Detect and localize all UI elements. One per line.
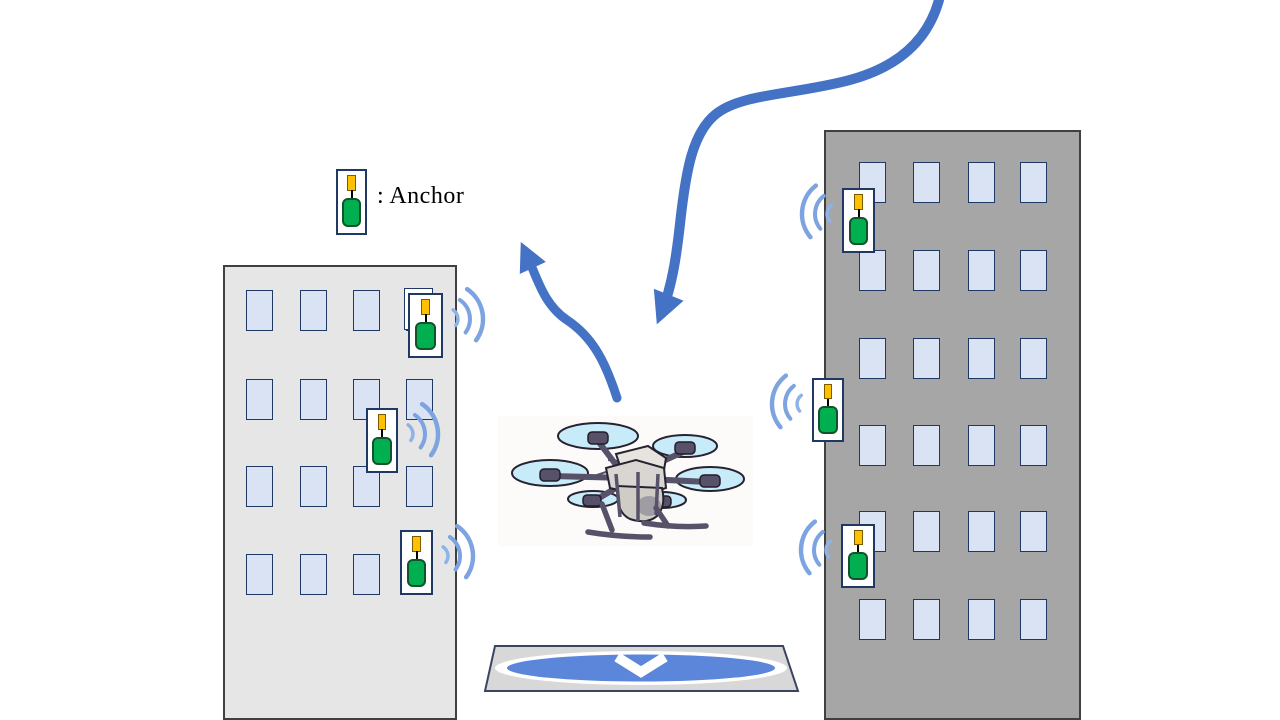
anchor-antenna-stem xyxy=(350,190,353,199)
anchor-antenna-stem xyxy=(415,550,418,559)
wireless-signal-icon xyxy=(795,393,804,413)
wireless-signal-icon xyxy=(812,529,825,567)
building-window xyxy=(353,554,380,595)
building-window xyxy=(246,290,273,331)
building-window xyxy=(246,554,273,595)
anchor-antenna-icon xyxy=(412,536,421,552)
building-window xyxy=(913,599,940,640)
building-window xyxy=(913,511,940,552)
anchor-body xyxy=(372,436,392,465)
anchor-body xyxy=(847,552,869,580)
wireless-signal-icon xyxy=(454,523,476,580)
drone-icon xyxy=(498,416,753,546)
anchor-antenna-stem xyxy=(857,208,860,217)
anchor-antenna-icon xyxy=(347,175,356,191)
building-window xyxy=(1020,162,1047,203)
building-window xyxy=(406,379,433,420)
building-window xyxy=(1020,599,1047,640)
building-window xyxy=(968,250,995,291)
anchor-antenna-stem xyxy=(827,398,829,407)
anchor-body xyxy=(414,321,437,350)
building-window xyxy=(968,162,995,203)
anchor-device-icon xyxy=(408,293,443,358)
building-window xyxy=(859,599,886,640)
building-window xyxy=(406,466,433,507)
building-window xyxy=(859,338,886,379)
anchor-antenna-icon xyxy=(823,384,833,400)
building-window xyxy=(1020,250,1047,291)
building-window xyxy=(968,425,995,466)
anchor-device-icon xyxy=(366,408,398,473)
landing-pad-surface xyxy=(483,645,800,692)
building-window xyxy=(246,379,273,420)
building-window xyxy=(859,425,886,466)
anchor-device-icon xyxy=(336,169,367,235)
wireless-signal-icon xyxy=(813,193,826,231)
building-window xyxy=(1020,425,1047,466)
wireless-signal-icon xyxy=(769,373,789,430)
anchor-antenna-stem xyxy=(424,313,427,322)
anchor-antenna-icon xyxy=(420,299,431,315)
wireless-signal-icon xyxy=(799,183,819,240)
wireless-signal-icon xyxy=(457,297,472,335)
building-window xyxy=(968,338,995,379)
anchor-body xyxy=(818,406,838,434)
building-window xyxy=(300,466,327,507)
wireless-signal-icon xyxy=(464,286,486,343)
building-window xyxy=(913,338,940,379)
landing-pad-chevron-icon xyxy=(614,652,668,678)
building-window xyxy=(859,250,886,291)
building-window xyxy=(300,554,327,595)
anchor-device-icon xyxy=(841,524,875,588)
anchor-device-icon xyxy=(812,378,844,442)
anchor-antenna-icon xyxy=(853,530,863,546)
legend-label: : Anchor xyxy=(377,183,465,209)
landing-pad-blue-circle xyxy=(507,654,775,682)
building-window xyxy=(300,379,327,420)
building-window xyxy=(913,250,940,291)
anchor-device-icon xyxy=(400,530,433,595)
building-window xyxy=(353,290,380,331)
building-window xyxy=(968,511,995,552)
ascent-path-arrow xyxy=(519,241,622,403)
landing-pad-white-ring xyxy=(495,651,787,685)
anchor-antenna-icon xyxy=(854,194,863,210)
anchor-body xyxy=(406,558,427,587)
anchor-antenna-stem xyxy=(381,428,383,437)
wireless-signal-icon xyxy=(798,519,818,576)
landing-pad xyxy=(483,645,800,692)
anchor-antenna-stem xyxy=(857,544,859,553)
building-window xyxy=(1020,511,1047,552)
building-window xyxy=(968,599,995,640)
anchor-body xyxy=(848,216,869,245)
building-window xyxy=(1020,338,1047,379)
wireless-signals-layer xyxy=(406,183,834,580)
wireless-signal-icon xyxy=(783,383,796,421)
building-window xyxy=(913,162,940,203)
anchor-antenna-icon xyxy=(377,414,387,430)
building-window xyxy=(913,425,940,466)
anchor-device-icon xyxy=(842,188,875,253)
building-window xyxy=(300,290,327,331)
building-window xyxy=(246,466,273,507)
anchor-body xyxy=(342,198,361,227)
